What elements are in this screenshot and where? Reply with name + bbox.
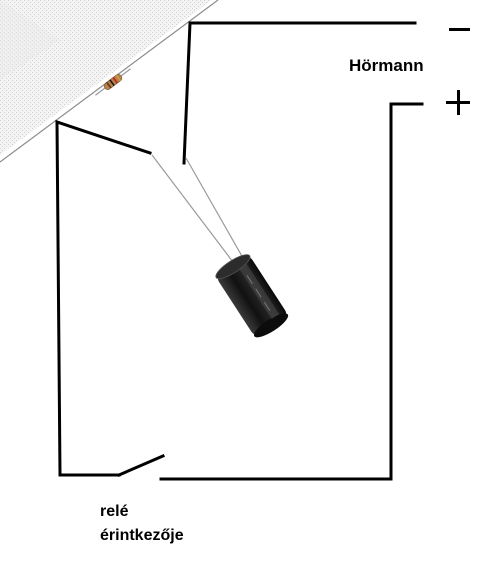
resistor (95, 68, 131, 96)
brand-label: Hörmann (349, 56, 424, 75)
wire-left (55, 119, 152, 477)
plus-sign-vertical (457, 90, 460, 115)
wire-negative (182, 21, 417, 165)
wires (55, 21, 424, 481)
wire-positive (159, 102, 424, 481)
minus-sign (449, 28, 470, 31)
relay-contact-blade (117, 454, 165, 477)
electrolytic-capacitor (215, 254, 289, 338)
circuit-board-photo (0, 0, 219, 163)
relay-label-line2: érintkezője (100, 527, 184, 544)
capacitor-leads (151, 154, 244, 263)
relay-label-line1: relé (100, 503, 129, 520)
